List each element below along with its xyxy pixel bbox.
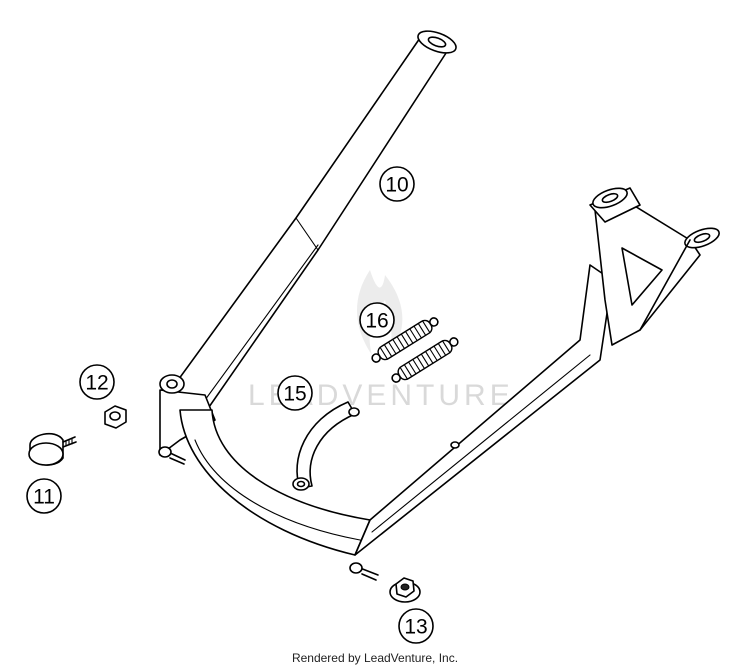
callout-13: 13 (398, 608, 434, 644)
spring-upper (371, 317, 439, 363)
callout-16: 16 (359, 302, 395, 338)
frame-stud-left (158, 446, 186, 465)
frame-stud-mid (450, 441, 460, 449)
callout-11: 11 (26, 478, 62, 514)
curved-bracket (292, 401, 360, 491)
callout-11-label: 11 (33, 486, 55, 509)
callout-15-label: 15 (283, 383, 306, 406)
frame-stud-bottom (349, 562, 379, 581)
callout-13-label: 13 (404, 616, 427, 639)
spring-lower (391, 337, 459, 383)
callout-10: 10 (379, 166, 415, 202)
springs (371, 317, 459, 383)
callout-12: 12 (79, 364, 115, 400)
callout-12-label: 12 (85, 372, 108, 395)
stand-frame (158, 30, 720, 581)
rubber-bumper (28, 432, 77, 466)
callout-16-label: 16 (365, 310, 388, 333)
hex-nut-12 (104, 405, 127, 429)
callout-10-label: 10 (385, 174, 408, 197)
flange-nut-13 (389, 577, 421, 603)
render-credit: Rendered by LeadVenture, Inc. (291, 651, 459, 665)
callout-15: 15 (277, 375, 313, 411)
